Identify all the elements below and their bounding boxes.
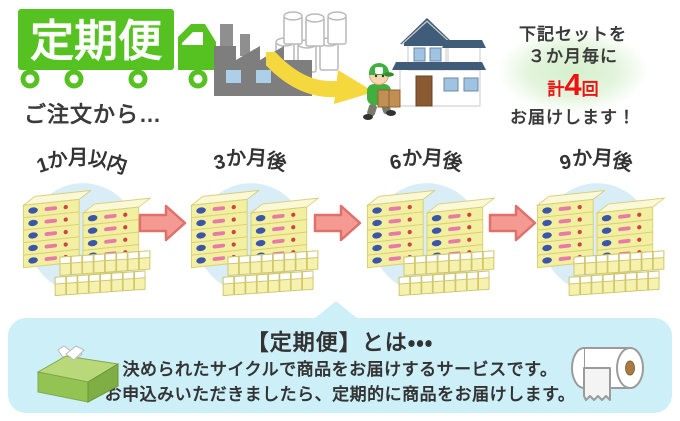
delivery-count: 計4回	[476, 67, 670, 106]
stage-3-months: 3か月後	[176, 133, 326, 305]
arrow-right-icon	[488, 204, 537, 242]
callout-line-2: お申込みいただきましたら、定期的に商品をお届けします。	[104, 385, 576, 404]
stage-9-months: 9か月後	[522, 133, 672, 305]
callout-line-1: 決められたサイクルで商品をお届けするサービスです。	[122, 360, 558, 379]
delivery-person-icon	[363, 63, 401, 120]
stage-label: 9か月後	[558, 146, 636, 176]
truck-window	[182, 32, 203, 45]
arrow-right-icon	[313, 204, 362, 242]
stage-6-months: 6か月後	[352, 133, 502, 305]
arrow-right-icon	[138, 204, 187, 242]
count-suffix: 回	[581, 80, 599, 99]
note-line-2: ３か月毎に	[528, 47, 618, 66]
truck-wheels	[20, 69, 208, 89]
house-icon	[392, 18, 486, 107]
teikibin-logo-text: 定期便	[30, 17, 163, 66]
stage-label: 1か月以内	[34, 147, 131, 179]
product-set-illustration	[354, 173, 500, 299]
delivery-schedule-note: 下記セットを ３か月毎に 計4回 お届けします！	[476, 12, 670, 127]
house-door	[415, 75, 433, 107]
count-prefix: 計	[547, 80, 565, 99]
product-set-illustration	[10, 173, 156, 299]
stage-label: 3か月後	[212, 146, 290, 176]
callout-title: 【定期便】とは・・・	[246, 330, 434, 355]
toilet-roll-icon	[571, 347, 644, 401]
delivery-arrow-icon	[266, 52, 374, 104]
delivery-truck-logo: 定期便	[18, 9, 216, 89]
tissue-box-icon	[36, 345, 120, 403]
stage-1-month: 1か月以内	[8, 133, 158, 305]
truck-cab	[178, 24, 216, 70]
note-line-4: お届けします！	[510, 108, 636, 127]
factory-icon	[214, 24, 312, 96]
teikibin-description-callout: 【定期便】とは・・・ 決められたサイクルで商品をお届けするサービスです。 お申込…	[8, 301, 672, 413]
note-line-1: 下記セットを	[519, 25, 627, 44]
order-label: ご注文から…	[24, 102, 163, 127]
count-number: 4	[564, 67, 582, 102]
product-set-illustration	[524, 173, 670, 299]
stage-label: 6か月後	[388, 146, 466, 176]
product-set-illustration	[178, 173, 324, 299]
callout-pointer	[314, 301, 358, 319]
